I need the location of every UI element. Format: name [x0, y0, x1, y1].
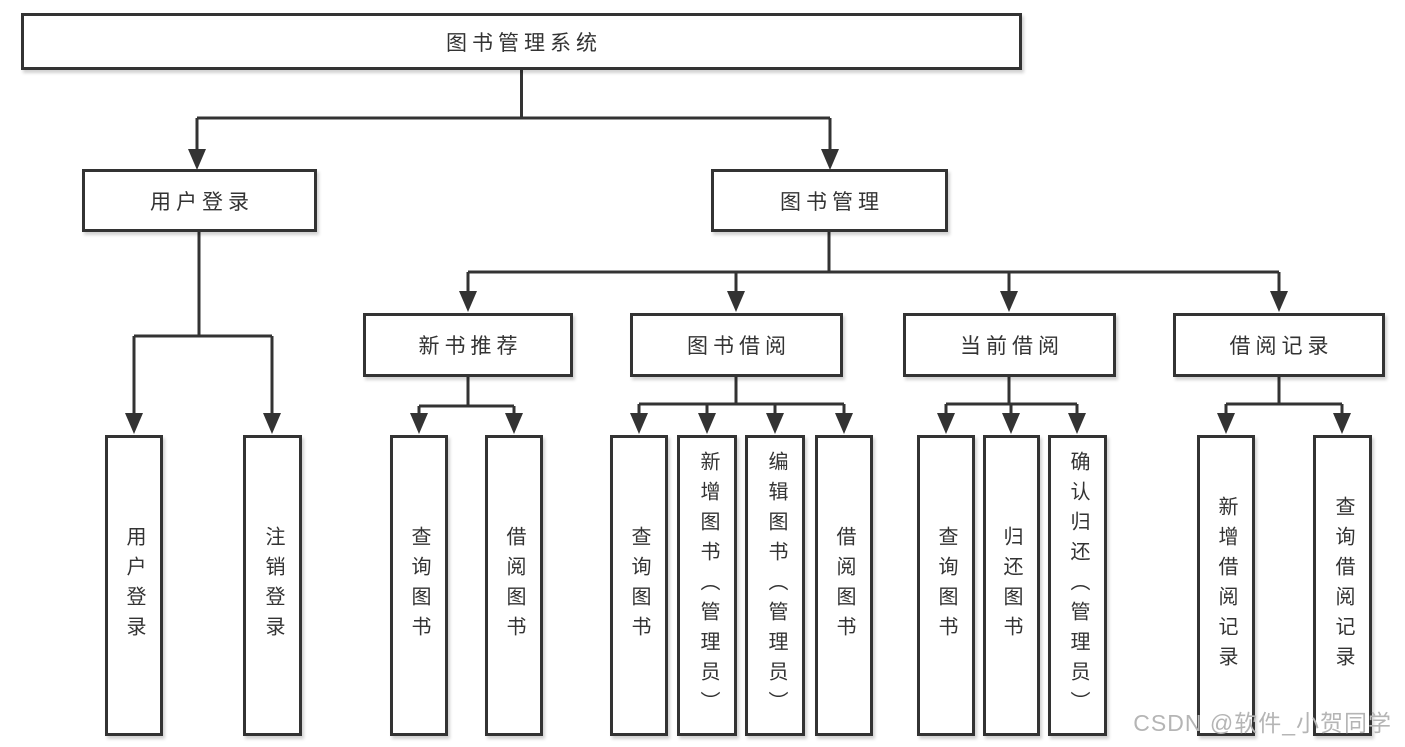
- node-current-borrow: 当前借阅: [903, 313, 1116, 377]
- arrowhead-icon: [1333, 413, 1351, 434]
- arrowhead-icon: [937, 413, 955, 434]
- arrowhead-icon: [698, 413, 716, 434]
- arrowhead-icon: [821, 149, 839, 170]
- leaf-confirm-return-admin: 确认归还（管理员）: [1048, 435, 1107, 736]
- connector-root-to-level2: [195, 70, 832, 152]
- arrowhead-icon: [1068, 413, 1086, 434]
- arrowhead-icon: [1002, 413, 1020, 434]
- arrowhead-icon: [835, 413, 853, 434]
- leaf-logout: 注销登录: [243, 435, 302, 736]
- connector-book-management-to-level3: [466, 232, 1281, 294]
- arrowhead-icon: [1270, 291, 1288, 312]
- connector-borrow-records-to-leaves: [1224, 377, 1344, 415]
- arrowhead-icon: [727, 291, 745, 312]
- arrowhead-icon: [459, 291, 477, 312]
- leaf-query-borrow-record: 查询借阅记录: [1313, 435, 1372, 736]
- node-book-management: 图书管理: [711, 169, 948, 232]
- watermark: CSDN @软件_小贺同学: [1133, 710, 1392, 736]
- connector-book-borrow-to-leaves: [637, 377, 846, 415]
- node-borrow-records: 借阅记录: [1173, 313, 1385, 377]
- arrowhead-icon: [188, 149, 206, 170]
- leaf-query-books-current: 查询图书: [917, 435, 975, 736]
- connector-current-borrow-to-leaves: [944, 377, 1079, 415]
- leaf-return-books: 归还图书: [983, 435, 1040, 736]
- node-user-login: 用户登录: [82, 169, 317, 232]
- arrowhead-icon: [766, 413, 784, 434]
- arrowhead-icon: [1217, 413, 1235, 434]
- arrowhead-icon: [410, 413, 428, 434]
- arrowhead-icon: [1000, 291, 1018, 312]
- arrowhead-icon: [125, 413, 143, 434]
- node-book-borrow: 图书借阅: [630, 313, 843, 377]
- arrowheads: [125, 149, 1351, 434]
- leaf-query-books-borrow: 查询图书: [610, 435, 668, 736]
- connector-lines: [132, 70, 1344, 415]
- node-new-book-recommend: 新书推荐: [363, 313, 573, 377]
- leaf-edit-book-admin: 编辑图书（管理员）: [745, 435, 805, 736]
- arrowhead-icon: [630, 413, 648, 434]
- node-library-management-system: 图书管理系统: [21, 13, 1022, 70]
- leaf-add-book-admin: 新增图书（管理员）: [677, 435, 737, 736]
- arrowhead-icon: [263, 413, 281, 434]
- arrowhead-icon: [505, 413, 523, 434]
- leaf-borrow-books-recommend: 借阅图书: [485, 435, 543, 736]
- leaf-query-books-recommend: 查询图书: [390, 435, 448, 736]
- leaf-add-borrow-record: 新增借阅记录: [1197, 435, 1255, 736]
- connector-new-book-to-leaves: [417, 377, 516, 415]
- leaf-borrow-books: 借阅图书: [815, 435, 873, 736]
- connector-user-login-to-leaves: [132, 232, 274, 415]
- leaf-user-login: 用户登录: [105, 435, 163, 736]
